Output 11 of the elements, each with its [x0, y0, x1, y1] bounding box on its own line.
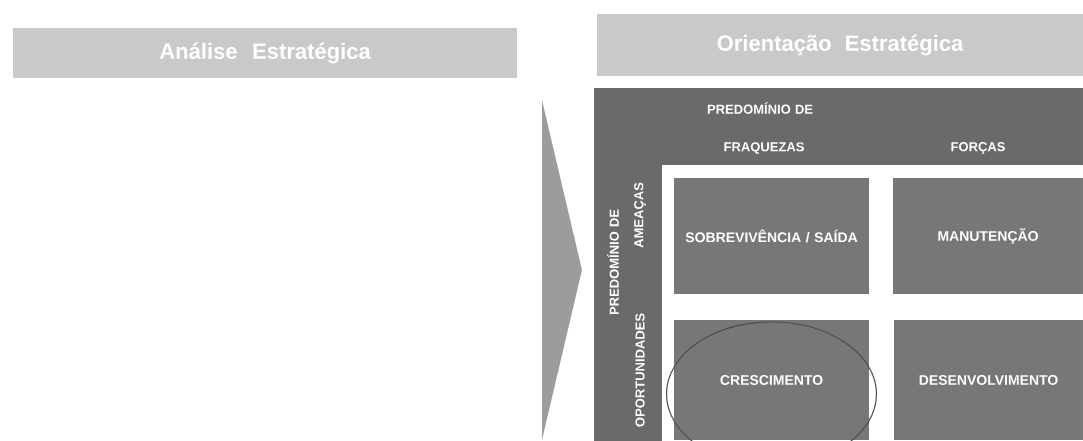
row-heading: OPORTUNIDADES [635, 313, 645, 427]
chevron-arrow [542, 100, 582, 440]
axis-heading: PREDOMÍNIO DE [607, 209, 619, 315]
quadrant-box: MANUTENÇÃO [893, 178, 1083, 294]
column-heading: FORÇAS [951, 142, 1005, 154]
row-heading: AMEAÇAS [634, 182, 646, 248]
quadrant-box: DESENVOLVIMENTO [894, 320, 1083, 440]
column-heading: FRAQUEZAS [724, 142, 804, 154]
quadrant-box: CRESCIMENTO [674, 320, 869, 440]
axis-heading: PREDOMÍNIO DE [707, 102, 813, 114]
quadrant-box: SOBREVIVÊNCIA / SAÍDA [674, 178, 869, 294]
